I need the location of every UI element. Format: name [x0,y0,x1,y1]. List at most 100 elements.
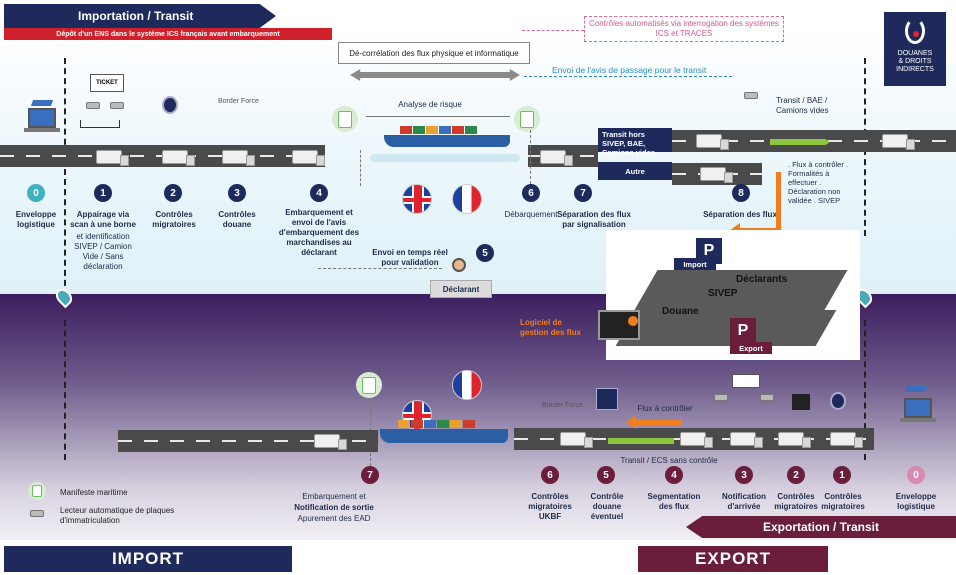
camera-icon [86,102,100,109]
import-header-title: Importation / Transit [78,9,194,23]
import-footer: IMPORT [4,546,292,572]
export-step-6-label: Contrôles migratoires UKBF [528,492,572,521]
realtime-connector [318,268,442,269]
parking-area: P Import Déclarants SIVEP Douane P Expor… [606,230,860,360]
flux-list-label: . Flux à contrôler . Formalités à effect… [788,160,849,205]
satellite-icon [30,100,54,106]
parking-sign-export: P [730,318,756,344]
border-force-logo: Border Force [218,98,259,105]
truck-icon [162,150,195,166]
export-header-title: Exportation / Transit [762,520,879,534]
import-step-1-extra: et identification SIVEP / Camion Vide / … [74,232,132,271]
flux-controler-label: Flux à contrôler [637,404,693,413]
water-icon [370,154,520,162]
automated-controls-connector [522,30,584,31]
cargo-ship-icon [384,126,510,147]
import-step-1-label: Appairage via scan à une borne [70,210,136,229]
export-header: Exportation / Transit [686,516,956,538]
border-line-left-top [64,58,66,296]
truck-icon [314,434,347,450]
import-step-0-badge: 0 [27,184,45,202]
export-step-2-label: Contrôles migratoires [774,492,818,511]
import-step-2-label: Contrôles migratoires [152,210,196,229]
pie-chart-icon [628,316,638,326]
transit-notice-label: Envoi de l'avis de passage pour le trans… [552,65,707,75]
laptop-icon [904,398,932,418]
camera-icon [744,92,758,99]
export-step-7-badge: 7 [361,466,379,484]
legend-reader-label: Lecteur automatique de plaques d'immatri… [60,506,175,525]
export-step-1-badge: 1 [833,466,851,484]
douanes-mini-logo [596,388,618,410]
truck-icon [778,432,811,448]
import-subtitle: Dépôt d'un ENS dans le système ICS franç… [4,28,332,40]
export-step-2-badge: 2 [787,466,805,484]
export-step-0-badge: 0 [907,466,925,484]
realtime-label: Envoi en temps réel pour validation [372,248,448,267]
truck-icon [730,432,763,448]
transit-ecs-label: Transit / ECS sans contrôle [620,456,718,465]
uk-flag-icon [402,184,432,214]
import-step-8-badge: 8 [732,184,750,202]
france-flag-icon [452,184,482,214]
camera-icon [760,394,774,401]
orange-flow-arrow [636,420,682,425]
legend-manifest-icon [28,482,46,500]
truck-icon [560,432,593,448]
zone-douane: Douane [662,306,699,317]
truck-icon [830,432,863,448]
transit-bae-label: Transit / BAE / Camions vides [776,96,829,115]
declarant-box: Déclarant [430,280,492,298]
parking-label-export: Export [730,342,772,354]
risk-analysis-label: Analyse de risque [398,100,462,109]
truck-icon [222,150,255,166]
ticket-icon: TICKET [90,74,124,92]
zone-declarants: Déclarants [736,274,788,285]
border-line-right-bottom [864,320,866,460]
orange-arrow-vertical [776,172,781,232]
satellite-icon [904,386,928,392]
other-flow-box: Autre [598,162,672,180]
export-step-7-label2: Notification de sortie [294,503,374,512]
laptop-icon [28,108,56,128]
export-step-1-label: Contrôles migratoires [821,492,865,511]
import-step-3-label: Contrôles douane [218,210,256,229]
import-header: Importation / Transit [4,4,276,28]
decorrelation-box: Dé-corrélation des flux physique et info… [338,42,530,64]
manifest-doc-icon [332,106,358,132]
import-step-0-label: Enveloppe logistique [15,210,57,229]
import-step-7-label: Séparation des flux par signalisation [557,210,631,229]
legend-camera-icon [30,510,44,517]
export-step-5-badge: 5 [597,466,615,484]
export-step-5-label: Contrôle douane éventuel [590,492,624,521]
export-step-3-badge: 3 [735,466,753,484]
douanes-logo-line3: INDIRECTS [896,66,934,73]
import-step-4-label: Embarquement et envoi de l'avis d'embarq… [278,208,360,257]
manifest-doc-icon [514,106,540,132]
legend-manifest-label: Manifeste maritime [60,488,128,497]
import-step-6-label: Débarquement [504,210,558,219]
transit-sivep-box: Transit hors SIVEP, BAE, Camions vides [598,128,672,157]
truck-icon [540,150,573,166]
camera-icon [714,394,728,401]
border-line-left-bottom [64,320,66,460]
laptop-base [900,418,936,422]
douanes-logo-line1: DOUANES [897,50,933,57]
green-flow-arrow [770,139,830,145]
export-step-7-label3: Apurement des EAD [297,514,371,523]
automated-controls-callout: Contrôles automatisés via interrogation … [584,16,784,42]
import-step-5-badge: 5 [476,244,494,262]
import-step-4-badge: 4 [310,184,328,202]
truck-icon [96,150,129,166]
customs-officer-icon [792,394,810,410]
transit-notice-arrow [524,76,732,77]
import-step-6-badge: 6 [522,184,540,202]
parking-label-import: Import [674,258,716,270]
decorrelation-arrow [350,69,520,81]
import-step-2-badge: 2 [164,184,182,202]
laptop-base [24,128,60,132]
truck-icon [680,432,713,448]
uk-crest-icon [830,392,846,410]
truck-icon [882,134,915,150]
export-step-4-label: Segmentation des flux [647,492,701,511]
